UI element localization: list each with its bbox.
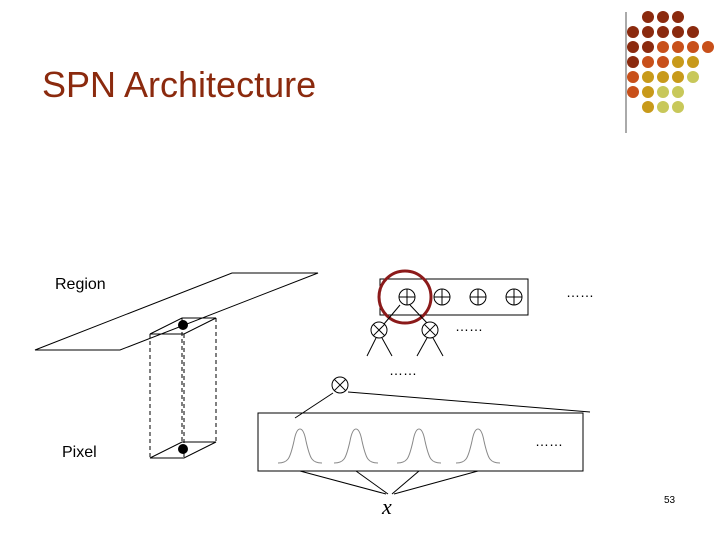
sum-node-4: [505, 288, 523, 306]
gaussian-box: [257, 412, 584, 472]
pixel-point: [178, 444, 188, 454]
pixel-column: [149, 317, 217, 459]
region-label: Region: [55, 276, 106, 293]
product-node-lower: [331, 376, 349, 394]
gaussian-3: [396, 428, 442, 464]
gaussian-2: [333, 428, 379, 464]
highlight-circle: [377, 269, 433, 325]
decorative-dot-grid: [627, 11, 714, 113]
slide-title: SPN Architecture: [42, 64, 317, 105]
sum-node-3: [469, 288, 487, 306]
page-number: 53: [664, 495, 676, 506]
gaussian-to-x-edges: [299, 470, 479, 495]
gaussian-4: [455, 428, 501, 464]
gaussian-1: [277, 428, 323, 464]
sum-node-1: [398, 288, 416, 306]
ellipsis-product-row: ……: [455, 318, 483, 334]
product-child-edges: [366, 337, 444, 357]
sum-node-2: [433, 288, 451, 306]
ellipsis-sum-row: ……: [566, 284, 594, 300]
ellipsis-middle: ……: [389, 362, 417, 378]
pixel-label: Pixel: [62, 444, 97, 461]
lower-product-edges: [294, 391, 591, 419]
region-plane: [34, 272, 319, 351]
ellipsis-gaussians: ……: [535, 433, 563, 449]
variable-x: x: [382, 494, 392, 519]
region-point: [178, 320, 188, 330]
sum-to-product-edges: [383, 304, 429, 325]
product-node-2: [421, 321, 439, 339]
product-node-1: [370, 321, 388, 339]
